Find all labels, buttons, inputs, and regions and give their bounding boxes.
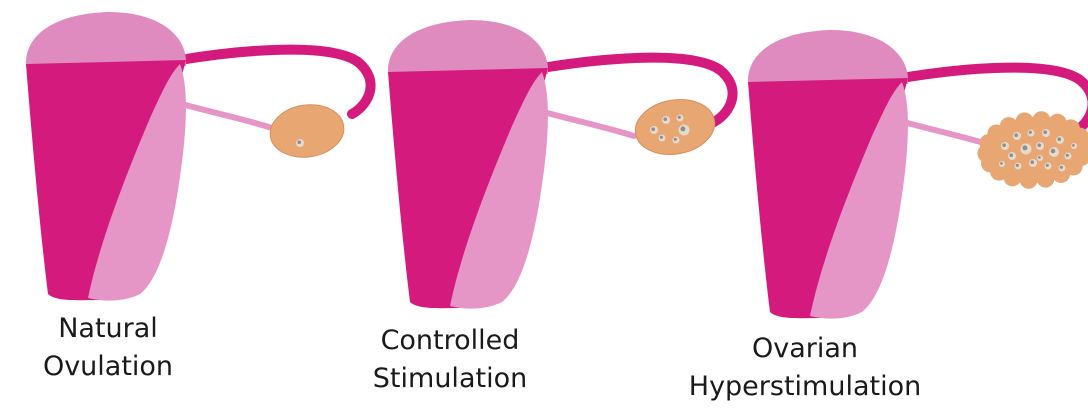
follicle-center — [651, 127, 655, 131]
follicle — [1071, 143, 1077, 149]
uterus-fundus — [26, 12, 186, 66]
follicle — [1059, 165, 1066, 172]
label-line: Natural — [8, 310, 208, 348]
follicle-center — [1038, 156, 1041, 159]
ovary — [267, 100, 348, 162]
ovary-shape — [631, 93, 719, 160]
follicle-center — [674, 138, 677, 141]
follicle — [1042, 129, 1050, 137]
follicle-center — [1066, 154, 1069, 157]
follicle-center — [1057, 137, 1061, 141]
follicle — [296, 139, 304, 147]
follicle-center — [1000, 162, 1003, 165]
follicle-center — [1029, 131, 1032, 134]
follicle — [1037, 155, 1043, 161]
follicle-center — [1016, 164, 1019, 167]
follicle-center — [678, 116, 681, 119]
follicle — [999, 161, 1005, 167]
ovarian-ligament — [182, 104, 272, 128]
label-line: Ovarian — [660, 330, 950, 368]
fallopian-tube — [180, 50, 371, 114]
follicle-center — [1030, 160, 1034, 164]
follicle — [1021, 144, 1032, 155]
follicle-center — [297, 140, 301, 144]
panel-controlled-stimulation — [388, 20, 733, 309]
label-line: Hyperstimulation — [660, 368, 950, 406]
follicle-center — [1046, 164, 1049, 167]
uterus-fundus — [388, 20, 548, 74]
follicle — [650, 126, 658, 134]
follicle-center — [1037, 143, 1041, 147]
label-controlled-stimulation: Controlled Stimulation — [350, 322, 550, 398]
label-line: Controlled — [350, 322, 550, 360]
panel-natural-ovulation — [26, 12, 371, 301]
follicle — [1001, 142, 1009, 150]
follicle — [673, 137, 680, 144]
follicle-center — [1009, 153, 1013, 157]
follicle — [1008, 152, 1016, 160]
follicle — [659, 135, 666, 142]
follicle — [1056, 136, 1064, 144]
follicle-center — [1043, 130, 1047, 134]
follicle — [1028, 130, 1035, 137]
follicle-center — [660, 136, 663, 139]
follicle-center — [680, 126, 685, 131]
follicle — [1049, 147, 1059, 157]
follicle — [1015, 163, 1022, 170]
follicle-center — [1060, 166, 1063, 169]
follicle-center — [663, 117, 667, 121]
follicle-center — [1022, 145, 1027, 150]
follicle — [1065, 153, 1072, 160]
panel-ovarian-hyperstimulation — [748, 30, 1088, 319]
follicle-center — [1051, 149, 1056, 154]
uterus-fundus — [748, 30, 908, 84]
ovarian-ligament — [544, 112, 634, 136]
follicle — [1013, 132, 1021, 140]
label-line: Ovulation — [8, 348, 208, 386]
follicle — [679, 125, 690, 136]
follicle — [1036, 142, 1044, 150]
follicle — [662, 116, 670, 124]
label-ovarian-hyperstimulation: Ovarian Hyperstimulation — [660, 330, 950, 406]
follicle — [1045, 163, 1052, 170]
follicle — [1029, 159, 1037, 167]
ovary-shape — [267, 100, 348, 162]
follicle-center — [1072, 144, 1075, 147]
follicle — [677, 115, 684, 122]
label-natural-ovulation: Natural Ovulation — [8, 310, 208, 386]
follicle-center — [1014, 133, 1018, 137]
label-line: Stimulation — [350, 360, 550, 398]
follicle-center — [1002, 143, 1006, 147]
ovary — [631, 93, 719, 160]
